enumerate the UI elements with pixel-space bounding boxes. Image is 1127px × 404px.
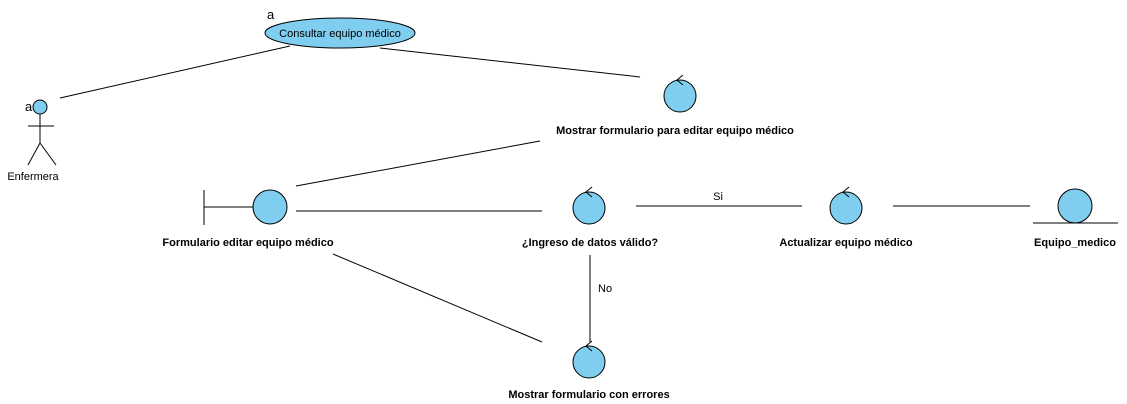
actor-enfermera[interactable]: a Enfermera — [7, 99, 59, 183]
edge-mostrar-formulario-formulario — [295, 140, 541, 187]
control-arrow-icon — [585, 340, 593, 352]
boundary-icon — [252, 189, 288, 225]
entity-icon — [1057, 188, 1093, 224]
control-mostrar-errores-label: Mostrar formulario con errores — [508, 389, 669, 401]
edge-formulario-errores — [332, 253, 543, 343]
use-case-ellipse — [264, 17, 416, 49]
boundary-formulario-editar-label: Formulario editar equipo médico — [162, 237, 333, 249]
use-case-marker: a — [267, 7, 275, 22]
control-arrow-icon — [676, 74, 684, 86]
control-ingreso-datos-label: ¿Ingreso de datos válido? — [522, 237, 659, 249]
control-mostrar-formulario-label: Mostrar formulario para editar equipo mé… — [556, 125, 794, 137]
control-arrow-icon — [842, 186, 850, 198]
control-icon — [572, 345, 606, 379]
control-icon — [572, 191, 606, 225]
actor-left-leg — [27, 142, 41, 166]
control-icon — [663, 79, 697, 113]
control-icon — [829, 191, 863, 225]
actor-head-icon — [32, 99, 48, 115]
actor-marker: a — [25, 99, 33, 114]
edge-label-si: Si — [713, 191, 723, 203]
actor-right-leg — [39, 142, 57, 166]
control-actualizar-label: Actualizar equipo médico — [779, 237, 913, 249]
actor-label: Enfermera — [7, 171, 59, 183]
boundary-formulario-editar[interactable]: Formulario editar equipo médico — [162, 189, 334, 249]
edge-label-no: No — [598, 283, 612, 295]
control-arrow-icon — [585, 186, 593, 198]
use-case-label: Consultar equipo médico — [279, 28, 401, 40]
entity-equipo-medico-label: Equipo_medico — [1034, 237, 1116, 249]
entity-equipo-medico[interactable]: Equipo_medico — [1033, 188, 1118, 249]
edge-usecase-mostrar-formulario — [379, 47, 641, 78]
control-mostrar-formulario[interactable]: Mostrar formulario para editar equipo mé… — [556, 74, 794, 137]
edge-usecase-actor — [59, 45, 291, 99]
use-case[interactable]: a Consultar equipo médico — [264, 7, 416, 49]
control-mostrar-errores[interactable]: Mostrar formulario con errores — [508, 340, 670, 401]
control-actualizar[interactable]: Actualizar equipo médico — [779, 186, 913, 249]
control-ingreso-datos[interactable]: ¿Ingreso de datos válido? — [522, 186, 659, 249]
